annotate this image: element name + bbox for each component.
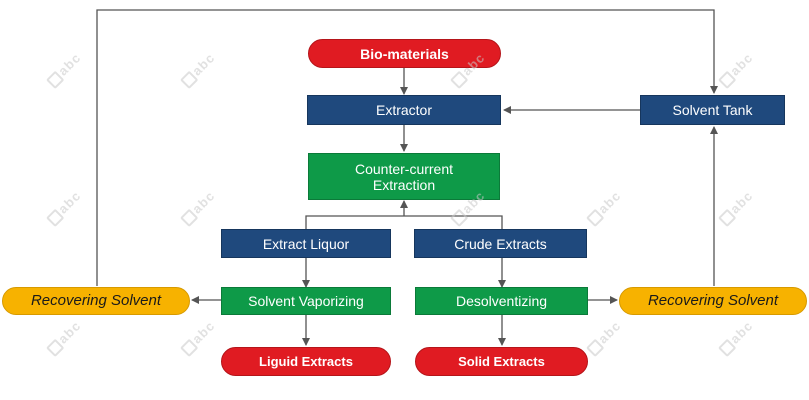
node-solvent-vaporizing: Solvent Vaporizing — [221, 287, 391, 315]
node-counter-current-extraction: Counter-current Extraction — [308, 153, 500, 200]
node-bio-materials: Bio-materials — [308, 39, 501, 68]
node-crude-extracts: Crude Extracts — [414, 229, 587, 258]
node-recovering-solvent-right: Recovering Solvent — [619, 287, 807, 315]
node-recovering-solvent-left: Recovering Solvent — [2, 287, 190, 315]
node-solvent-tank: Solvent Tank — [640, 95, 785, 125]
node-liquid-extracts: Liguid Extracts — [221, 347, 391, 376]
line-extract-liquor-up — [305, 215, 404, 230]
node-extractor: Extractor — [307, 95, 501, 125]
line-crude-up — [404, 215, 503, 230]
node-solid-extracts: Solid Extracts — [415, 347, 588, 376]
node-extract-liquor: Extract Liquor — [221, 229, 391, 258]
line-left-recovery-loop — [96, 9, 718, 286]
node-desolventizing: Desolventizing — [415, 287, 588, 315]
